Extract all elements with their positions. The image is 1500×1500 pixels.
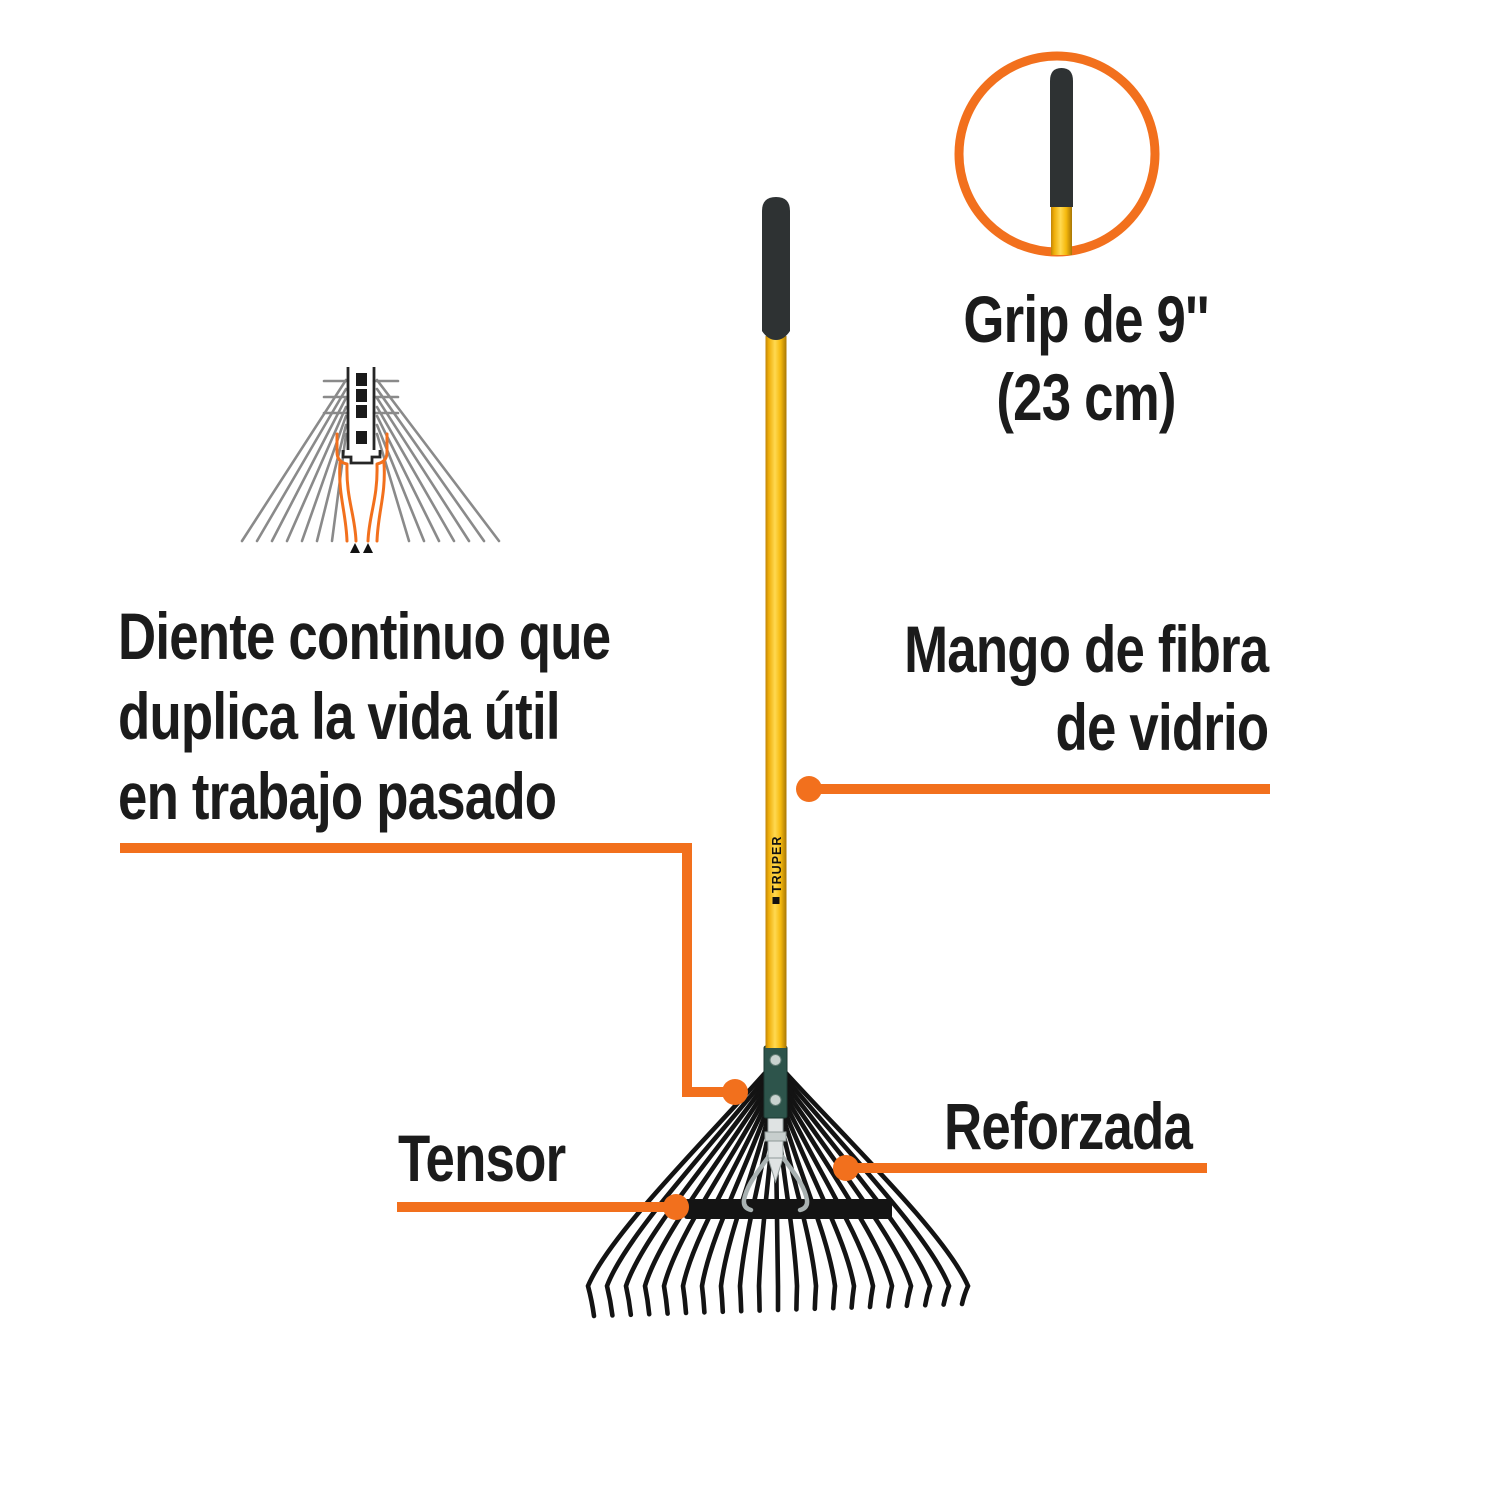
ferrule bbox=[763, 1045, 788, 1119]
tooth-rivets bbox=[356, 373, 367, 444]
diente-label-line1: Diente continuo que bbox=[118, 599, 611, 673]
brand-logo-text: TRUPER bbox=[770, 836, 784, 893]
tooth-connector-ticks bbox=[322, 379, 400, 415]
continuous-tooth-diagram bbox=[240, 367, 501, 553]
tensor-callout-line bbox=[397, 1202, 673, 1212]
brand-logo-mark bbox=[772, 897, 780, 904]
wire-brace bbox=[741, 1153, 810, 1213]
tooth-channel bbox=[346, 367, 376, 450]
mango-callout-dot bbox=[796, 776, 822, 802]
diente-callout-line-vertical bbox=[682, 843, 692, 1095]
grip-caption-line2: (23 cm) bbox=[996, 360, 1176, 434]
mango-label: Mango de fibra de vidrio bbox=[903, 610, 1269, 766]
grip-caption: Grip de 9'' (23 cm) bbox=[926, 280, 1246, 436]
tooth-highlight bbox=[335, 432, 389, 543]
tine-fan bbox=[585, 1069, 971, 1319]
diente-label-line2: duplica la vida útil bbox=[118, 679, 561, 753]
shaft bbox=[765, 336, 787, 1048]
mango-callout-line bbox=[809, 784, 1270, 794]
mango-label-line2: de vidrio bbox=[1055, 690, 1269, 764]
diente-callout-line-top bbox=[120, 843, 687, 853]
grip-caption-line1: Grip de 9'' bbox=[963, 282, 1209, 356]
mango-label-line1: Mango de fibra bbox=[903, 612, 1269, 686]
tooth-channel-bottom bbox=[341, 450, 382, 465]
diente-callout-dot bbox=[722, 1079, 748, 1105]
inset-shaft bbox=[1051, 205, 1072, 255]
neck bbox=[764, 1115, 787, 1184]
grip bbox=[762, 197, 790, 340]
tensor-callout-dot bbox=[663, 1194, 689, 1220]
tooth-fan-lines bbox=[240, 378, 501, 543]
diente-callout-line-end bbox=[682, 1087, 738, 1097]
reforzada-callout-dot bbox=[833, 1155, 859, 1181]
tensor-label: Tensor bbox=[398, 1121, 566, 1195]
inset-grip bbox=[1050, 68, 1073, 207]
tensor-bar bbox=[684, 1199, 892, 1219]
reforzada-callout-line bbox=[846, 1163, 1207, 1173]
brand-logo: TRUPER bbox=[770, 836, 784, 904]
reforzada-label: Reforzada bbox=[943, 1089, 1193, 1163]
diente-label: Diente continuo que duplica la vida útil… bbox=[118, 596, 611, 836]
rake: TRUPER bbox=[585, 197, 971, 1319]
tooth-pointer-triangles bbox=[350, 543, 373, 553]
grip-inset bbox=[954, 51, 1160, 257]
diente-label-line3: en trabajo pasado bbox=[118, 759, 557, 833]
